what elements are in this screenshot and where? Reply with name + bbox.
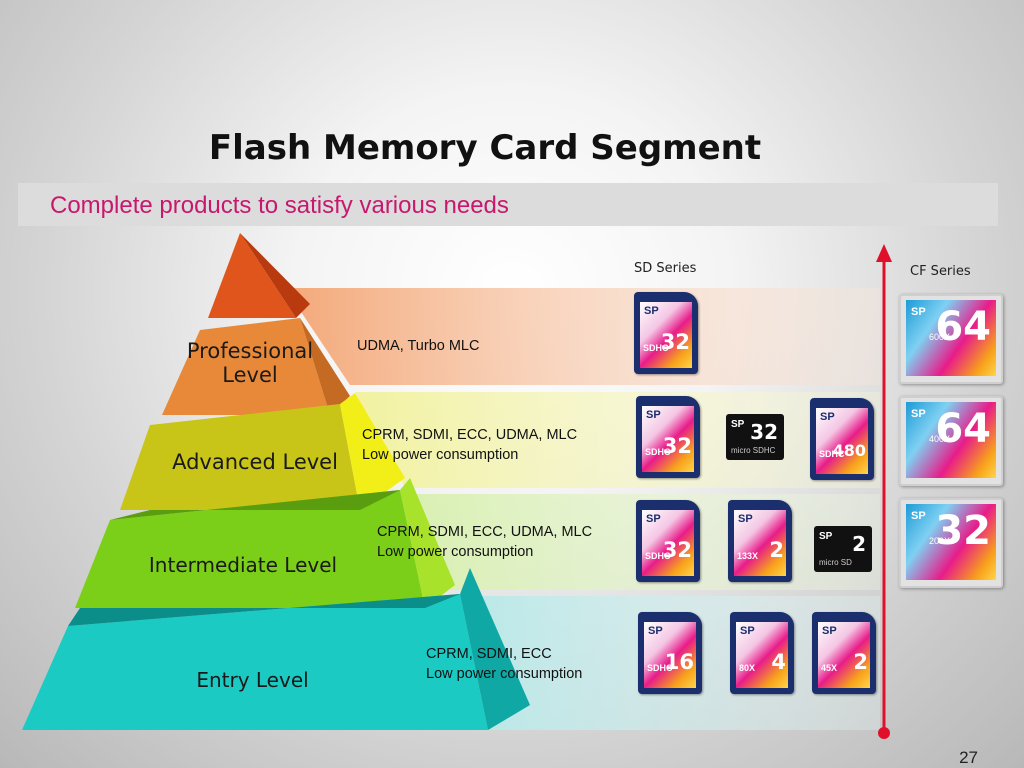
pyramid-professional-side	[300, 318, 350, 415]
sd-card-entry-3: SP 45X 2	[812, 612, 876, 694]
slide-title: Flash Memory Card Segment	[208, 128, 762, 168]
sd-card-brand: SP	[820, 411, 835, 423]
sd-card-logo: 133X	[737, 551, 759, 561]
features-intermediate-line1: CPRM, SDMI, ECC, UDMA, MLC	[377, 524, 593, 540]
microsd-card-capacity: 32	[750, 420, 778, 444]
microsd-card-type: micro SD	[819, 558, 852, 567]
sd-card-capacity: 2	[769, 538, 784, 562]
sd-card-logo: 80X	[739, 663, 756, 673]
cf-card-2: SP 400X 64	[899, 396, 1003, 486]
microsd-card-capacity: 2	[852, 532, 866, 556]
sd-card-professional: SP SDHC 32	[634, 292, 698, 374]
level-label-advanced: Advanced Level	[172, 450, 338, 474]
pyramid-intermediate-side	[400, 478, 455, 608]
pyramid-advanced-side	[340, 393, 405, 510]
features-intermediate: CPRM, SDMI, ECC, UDMA, MLC Low power con…	[377, 522, 592, 562]
sd-card-brand: SP	[822, 625, 837, 637]
pyramid-intermediate-top	[110, 490, 400, 520]
sd-series-label: SD Series	[634, 261, 697, 276]
cf-card-brand: SP	[911, 510, 926, 522]
pyramid-apex-front	[208, 233, 296, 318]
cf-card-brand: SP	[911, 408, 926, 420]
sd-card-brand: SP	[646, 513, 661, 525]
sd-card-advanced-2: SP SDHC 480	[810, 398, 874, 480]
microsd-card-brand: SP	[819, 531, 833, 542]
cf-card-capacity: 64	[935, 304, 991, 350]
pyramid-entry-front	[22, 594, 488, 730]
sd-card-capacity: 16	[664, 650, 694, 674]
pyramid-entry-side	[460, 568, 530, 730]
cf-series-label: CF Series	[910, 264, 971, 279]
subtitle-bar: Complete products to satisfy various nee…	[18, 183, 998, 226]
sd-card-capacity: 32	[662, 538, 692, 562]
sd-card-logo: SDHC	[647, 663, 673, 673]
sd-card-logo: 45X	[821, 663, 838, 673]
level-label-intermediate: Intermediate Level	[148, 553, 338, 577]
sd-card-capacity: 480	[832, 441, 866, 460]
level-label-professional-line2: Level	[222, 363, 278, 387]
features-intermediate-line2: Low power consumption	[377, 544, 534, 560]
features-advanced: CPRM, SDMI, ECC, UDMA, MLC Low power con…	[362, 425, 577, 465]
pyramid-apex-side	[240, 233, 310, 318]
level-label-professional-line1: Professional	[186, 339, 314, 363]
sd-card-entry-1: SP SDHC 16	[638, 612, 702, 694]
sd-card-entry-2: SP 80X 4	[730, 612, 794, 694]
sd-card-brand: SP	[646, 409, 661, 421]
sd-card-logo: SDHC	[643, 343, 669, 353]
cf-card-1: SP 600X 64	[899, 294, 1003, 384]
sd-card-intermediate-2: SP 133X 2	[728, 500, 792, 582]
subtitle-text: Complete products to satisfy various nee…	[50, 192, 509, 219]
level-label-entry: Entry Level	[196, 668, 309, 692]
page-number: 27	[959, 748, 978, 767]
sd-card-logo: SDHC	[645, 551, 671, 561]
cf-card-capacity: 64	[935, 406, 991, 452]
sd-card-logo: SDHC	[819, 449, 845, 459]
features-entry: CPRM, SDMI, ECC Low power consumption	[426, 644, 582, 684]
sd-card-capacity: 4	[771, 650, 786, 674]
sd-card-capacity: 32	[660, 330, 690, 354]
pyramid-advanced-front	[120, 404, 360, 510]
pyramid-intermediate-front	[75, 490, 425, 608]
sd-card-brand: SP	[648, 625, 663, 637]
sd-card-intermediate-1: SP SDHC 32	[636, 500, 700, 582]
pyramid-entry-top	[68, 594, 460, 626]
sd-card-brand: SP	[740, 625, 755, 637]
sd-card-capacity: 32	[662, 434, 692, 458]
sd-card-logo: SDHC	[645, 447, 671, 457]
cf-card-speed: 200X	[929, 536, 951, 546]
band-professional	[285, 288, 880, 385]
sd-card-capacity: 2	[853, 650, 868, 674]
microsd-card-type: micro SDHC	[731, 446, 776, 455]
cf-card-3: SP 200X 32	[899, 498, 1003, 588]
cf-scale-arrow-dot	[878, 727, 890, 739]
sd-card-brand: SP	[644, 305, 659, 317]
sd-card-advanced-1: SP SDHC 32	[636, 396, 700, 478]
microsd-card-brand: SP	[731, 419, 745, 430]
level-label-professional: Professional Level	[170, 339, 330, 387]
microsd-card-intermediate: SP 2 micro SD	[814, 526, 872, 572]
features-entry-line1: CPRM, SDMI, ECC	[426, 646, 552, 662]
cf-card-capacity: 32	[935, 508, 991, 554]
features-advanced-line2: Low power consumption	[362, 447, 519, 463]
features-entry-line2: Low power consumption	[426, 666, 583, 682]
cf-scale-arrow-head	[876, 244, 892, 262]
sd-card-brand: SP	[738, 513, 753, 525]
features-advanced-line1: CPRM, SDMI, ECC, UDMA, MLC	[362, 427, 578, 443]
cf-card-speed: 400X	[929, 434, 951, 444]
features-professional: UDMA, Turbo MLC	[357, 336, 479, 356]
pyramid-professional-front	[162, 318, 330, 415]
microsd-card-advanced: SP 32 micro SDHC	[726, 414, 784, 460]
features-professional-line1: UDMA, Turbo MLC	[357, 338, 480, 354]
cf-card-speed: 600X	[929, 332, 951, 342]
cf-card-brand: SP	[911, 306, 926, 318]
